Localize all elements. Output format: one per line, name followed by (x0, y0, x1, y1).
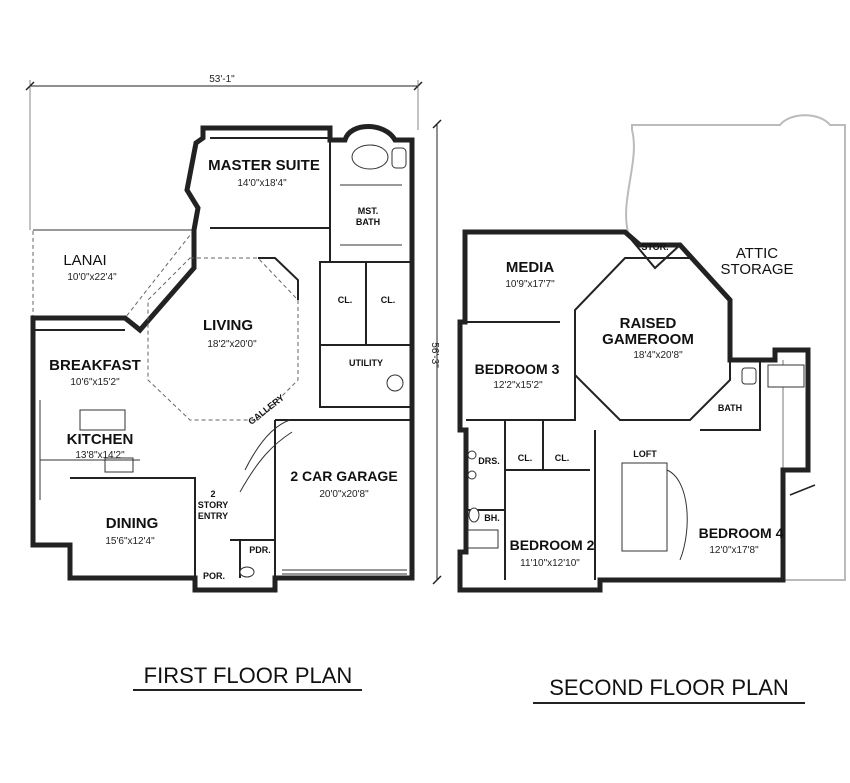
storage-label: STOR. (641, 242, 668, 252)
garage-name: 2 CAR GARAGE (290, 468, 397, 484)
master-suite-name: MASTER SUITE (208, 157, 320, 174)
hall-bathtub-icon (467, 529, 499, 549)
garage-size: 20'0"x20'8" (319, 489, 369, 500)
closet-b-label: CL. (381, 295, 396, 305)
gameroom-octagon (574, 257, 731, 421)
bedroom3-name: BEDROOM 3 (475, 361, 560, 377)
overall-depth-label: 56'-3" (429, 342, 440, 368)
bedroom2-size: 11'10"x12'10" (520, 558, 580, 569)
loft-label: LOFT (633, 449, 657, 459)
second-floor-plan: MEDIA 10'9"x17'7" STOR. ATTIC STORAGE RA… (457, 114, 846, 704)
washer-icon (386, 374, 404, 392)
first-floor-plan: 53'-1" 56'-3" (25, 74, 442, 691)
roof-break-line (789, 484, 816, 496)
closet-a-label: CL. (338, 295, 353, 305)
media-name: MEDIA (506, 259, 555, 276)
staircase-curve-inner (239, 431, 293, 493)
drs-label: DRS. (478, 456, 500, 466)
attic-outline (625, 114, 846, 581)
powder-toilet-icon (239, 566, 255, 578)
living-name: LIVING (203, 317, 253, 334)
bedroom4-size: 12'0"x17'8" (709, 545, 759, 556)
media-size: 10'9"x17'7" (505, 279, 555, 290)
vanity-sink-icon (467, 450, 477, 460)
gameroom-line2: GAMEROOM (602, 331, 694, 348)
lanai-name: LANAI (63, 252, 106, 269)
bath-toilet-icon (741, 367, 757, 385)
attic-line2: STORAGE (720, 261, 793, 278)
vanity-lines (340, 184, 402, 246)
counter-lines (39, 400, 140, 500)
gallery-label: GALLERY (246, 393, 286, 427)
fireplace-wall (258, 257, 299, 300)
second-floor-caption: SECOND FLOOR PLAN (549, 675, 789, 700)
attic-line1: ATTIC (736, 245, 778, 262)
width-dimension: 53'-1" (25, 74, 423, 230)
living-size: 18'2"x20'0" (207, 339, 257, 350)
mst-bath-line1: MST. (358, 206, 379, 216)
breakfast-size: 10'6"x15'2" (70, 377, 120, 388)
storage-wall (624, 231, 681, 270)
loft-stair (666, 469, 688, 561)
overall-width-label: 53'-1" (209, 74, 235, 85)
first-floor-caption: FIRST FLOOR PLAN (144, 663, 353, 688)
porch-label: POR. (203, 571, 225, 581)
bath-wall (700, 360, 761, 431)
utility-walls (319, 345, 412, 408)
bedroom2-name: BEDROOM 2 (510, 537, 595, 553)
exterior-wall (30, 124, 415, 593)
cooktop-icon (104, 457, 134, 473)
depth-dimension: 56'-3" (429, 119, 442, 585)
utility-label: UTILITY (349, 358, 383, 368)
powder-label: PDR. (249, 545, 271, 555)
bath-tub-icon (767, 364, 805, 388)
bedroom3-size: 12'2"x15'2" (493, 380, 543, 391)
dining-walls (70, 477, 196, 578)
hall-toilet-icon (468, 507, 480, 523)
entry-line1: 2 (210, 489, 215, 499)
gameroom-line1: RAISED (620, 315, 677, 332)
vanity-sink-icon-2 (467, 470, 477, 480)
kitchen-size: 13'8"x14'2" (75, 450, 125, 461)
entry-line3: ENTRY (198, 511, 228, 521)
closet-a-label-2: CL. (518, 453, 533, 463)
entry-line2: STORY (198, 500, 229, 510)
dining-name: DINING (106, 515, 159, 532)
master-suite-size: 14'0"x18'4" (237, 178, 287, 189)
mst-bath-line2: BATH (356, 217, 380, 227)
gameroom-size: 18'4"x20'8" (633, 350, 683, 361)
kitchen-name: KITCHEN (67, 431, 134, 448)
living-octagon (147, 257, 299, 421)
breakfast-name: BREAKFAST (49, 357, 141, 374)
toilet-icon (391, 147, 407, 169)
staircase-curve (244, 419, 291, 471)
bathtub-icon (351, 144, 389, 170)
dining-size: 15'6"x12'4" (105, 536, 155, 547)
loft-opening (621, 462, 668, 552)
bedroom4-name: BEDROOM 4 (699, 525, 784, 541)
hall-bath-label: BH. (484, 513, 500, 523)
bath-label: BATH (718, 403, 742, 413)
bedroom3-wall (466, 375, 576, 421)
kitchen-island (79, 409, 126, 431)
lanai-size: 10'0"x22'4" (67, 272, 117, 283)
closet-b-label-2: CL. (555, 453, 570, 463)
